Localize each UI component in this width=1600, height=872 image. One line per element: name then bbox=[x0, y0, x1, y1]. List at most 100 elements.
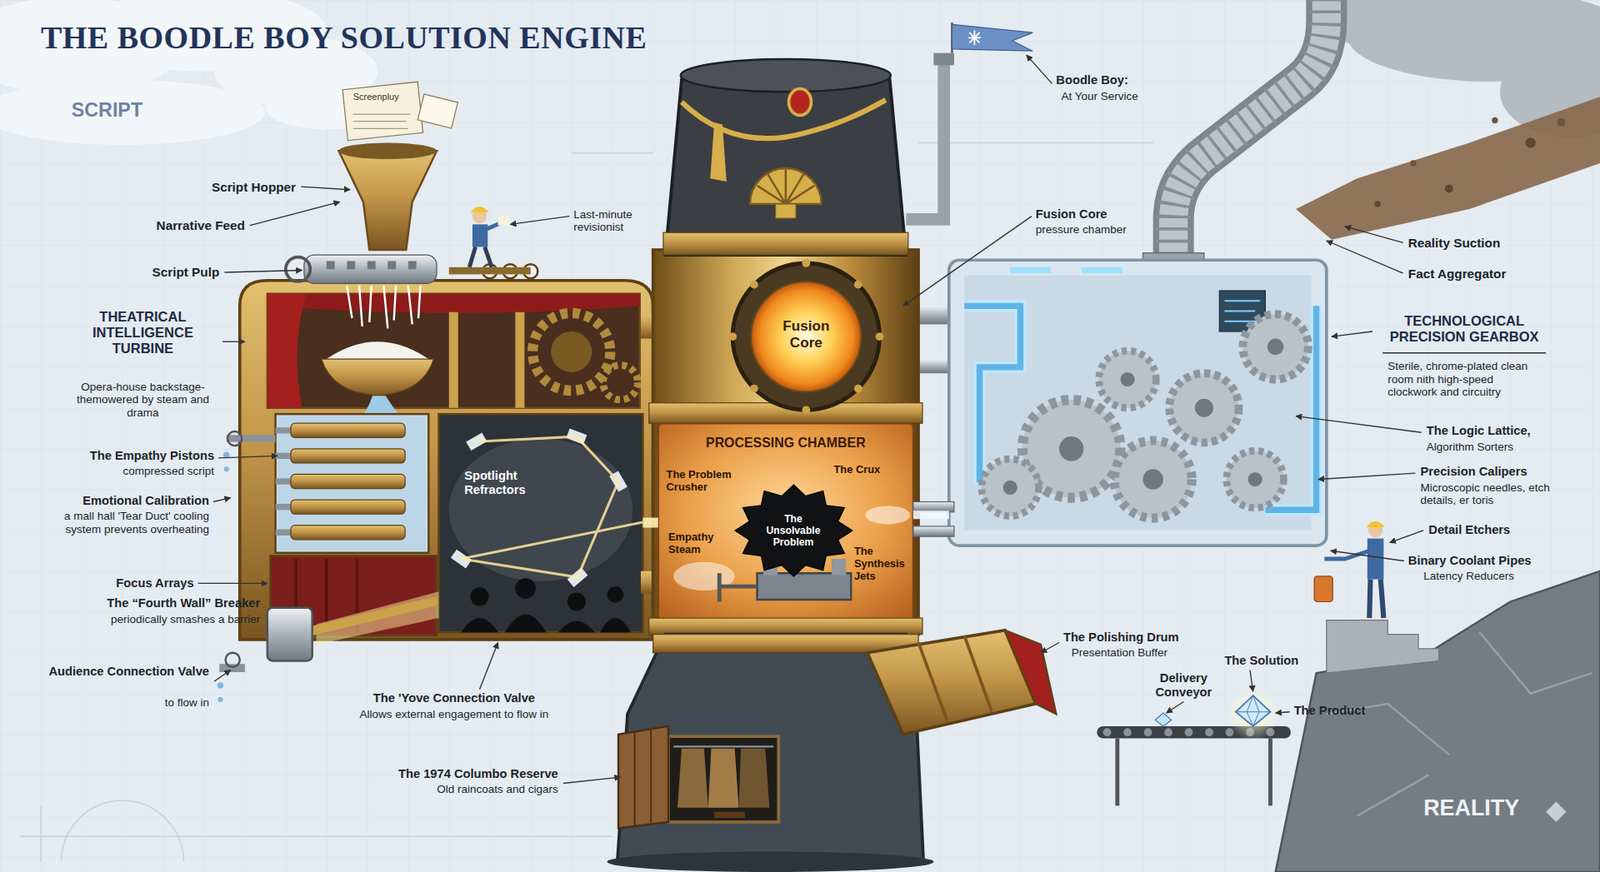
part-label: Script Hopper bbox=[163, 180, 296, 195]
gearbox-part-part bbox=[1059, 436, 1084, 461]
section-heading: THEATRICAL INTELLIGENCE TURBINE bbox=[66, 309, 220, 357]
chimney-flag-part bbox=[951, 24, 1033, 51]
part-label: Detail Etchers bbox=[1428, 523, 1561, 538]
central-column-part-part bbox=[875, 332, 885, 341]
gearbox-part-part bbox=[1120, 372, 1135, 387]
part-label: The 'Yove Connection Valve bbox=[351, 691, 556, 706]
script-roller-part bbox=[387, 260, 396, 270]
revisionist-worker-part bbox=[498, 216, 511, 226]
reality-rocks-part bbox=[1545, 802, 1566, 823]
leader-line-part bbox=[300, 186, 350, 190]
leader-line-part bbox=[1390, 530, 1424, 544]
central-column-part-part bbox=[750, 280, 759, 290]
gearbox-part-part bbox=[1003, 480, 1018, 495]
part-label: compressed script bbox=[50, 465, 215, 479]
part-label: Script Pulp bbox=[101, 265, 220, 280]
hat-cap-part bbox=[750, 168, 822, 205]
gearbox-part-part bbox=[1267, 339, 1285, 356]
spotlight-panel-part bbox=[460, 578, 630, 633]
empathy-pistons-part bbox=[277, 416, 427, 552]
part-label: Presentation Buffer bbox=[1071, 646, 1215, 660]
leader-line-part bbox=[1275, 712, 1290, 714]
dirt-stream-part bbox=[1374, 200, 1380, 207]
vacuum-pipe-part bbox=[1173, 0, 1327, 268]
gearbox-part bbox=[981, 314, 1309, 519]
delivery-conveyor-part-part bbox=[1164, 728, 1173, 737]
central-column-part bbox=[831, 559, 846, 576]
delivery-conveyor-part-part bbox=[1103, 728, 1112, 737]
part-label: Last-minute revisionist bbox=[573, 208, 655, 235]
spotlight-panel-part-part bbox=[470, 587, 489, 606]
part-label: Allows external engagement to flow in bbox=[341, 708, 566, 722]
gearbox-part bbox=[1010, 267, 1051, 274]
script-pages-part bbox=[353, 114, 411, 129]
revisionist-worker-part bbox=[449, 267, 531, 275]
polishing-drum-part bbox=[918, 635, 992, 721]
part-label: Emotional Calibration bbox=[30, 494, 210, 509]
spotlight-panel-part-part bbox=[558, 621, 595, 633]
delivery-conveyor-part-part bbox=[1144, 728, 1153, 737]
part-label: SCRIPT bbox=[71, 99, 195, 122]
gearbox-part-part bbox=[1114, 440, 1192, 519]
spotlight-panel-part-part bbox=[515, 578, 535, 599]
script-roller-part bbox=[408, 260, 417, 270]
hat-cap-part bbox=[775, 204, 796, 219]
section-heading: PROCESSING CHAMBER bbox=[678, 435, 893, 451]
hat-cap-part bbox=[757, 169, 815, 205]
section-heading: TECHNOLOGICAL PRECISION GEARBOX bbox=[1377, 313, 1551, 345]
dirt-stream-part bbox=[1557, 118, 1566, 127]
dirt-stream bbox=[1295, 96, 1600, 240]
spotlight-panel-part-part bbox=[600, 618, 631, 633]
delivery-conveyor-part bbox=[1235, 695, 1271, 727]
empathy-pistons-part bbox=[275, 414, 430, 554]
section-text: The Crux bbox=[833, 464, 905, 477]
revisionist-worker-part bbox=[469, 246, 492, 267]
delivery-conveyor-part-part bbox=[1205, 728, 1214, 737]
script-pulp-part bbox=[346, 285, 420, 329]
central-column-part-part bbox=[728, 332, 737, 341]
detail-worker bbox=[1314, 521, 1385, 619]
script-pages-part bbox=[417, 94, 458, 129]
spotlight-panel-part-part bbox=[607, 586, 625, 604]
turbine-housing-part bbox=[515, 312, 525, 409]
leader-line-part bbox=[218, 455, 278, 458]
leader-line-part bbox=[1250, 670, 1254, 693]
leader-line-part bbox=[1318, 473, 1415, 480]
spotlight-panel-part bbox=[439, 414, 644, 633]
vacuum-pipe bbox=[1142, 0, 1326, 272]
delivery-conveyor bbox=[1096, 687, 1291, 806]
part-label: The 1974 Columbo Reserve bbox=[380, 767, 559, 782]
detail-worker-part bbox=[1367, 539, 1385, 580]
spotlight-panel-part-part bbox=[460, 618, 498, 633]
chimney-flag bbox=[905, 22, 1033, 220]
delivery-conveyor-part bbox=[1155, 713, 1172, 727]
core-circle: Fusion Core bbox=[750, 280, 863, 394]
vacuum-pipe-part bbox=[1173, 0, 1327, 268]
hat-cap-part bbox=[789, 89, 812, 116]
part-label: The Polishing Drum bbox=[1063, 630, 1217, 645]
leader-line-part bbox=[1295, 416, 1422, 434]
central-column-part bbox=[728, 259, 884, 415]
gearbox-part bbox=[913, 501, 955, 512]
script-hopper-part bbox=[339, 150, 438, 250]
central-column-part bbox=[719, 585, 757, 590]
central-column bbox=[640, 250, 951, 635]
empathy-pistons-part bbox=[224, 466, 230, 472]
blueprint-frame bbox=[20, 142, 1153, 862]
fourth-wall-breaker-part bbox=[305, 601, 434, 633]
gearbox-part-part bbox=[1248, 472, 1263, 487]
script-pages-part bbox=[342, 81, 424, 140]
script-hopper-part bbox=[339, 142, 438, 160]
engine-base-part bbox=[607, 852, 935, 872]
central-column-part bbox=[649, 618, 923, 635]
revisionist-worker bbox=[449, 206, 531, 275]
leader-line-part bbox=[1026, 55, 1053, 84]
gearbox-part-part bbox=[1226, 450, 1285, 509]
part-label: The Product bbox=[1294, 704, 1407, 719]
machine-section: PROCESSING CHAMBERThe Problem CrusherThe… bbox=[658, 423, 914, 623]
delivery-conveyor-part bbox=[1235, 695, 1271, 727]
hat-cap-part bbox=[680, 59, 891, 92]
hat-cap bbox=[663, 59, 909, 255]
